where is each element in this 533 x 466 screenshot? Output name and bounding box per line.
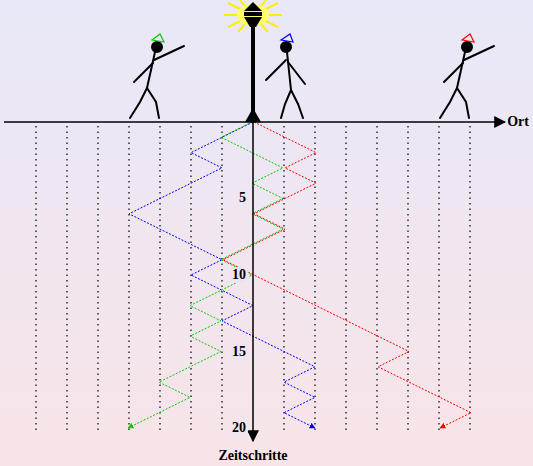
grid-line bbox=[438, 126, 439, 432]
grid-line bbox=[35, 126, 36, 432]
green-walk bbox=[128, 122, 283, 428]
grid-line bbox=[190, 126, 191, 432]
grid-line bbox=[469, 126, 470, 432]
lamp-post bbox=[224, 0, 282, 122]
tick-number: 15 bbox=[230, 344, 248, 360]
blue-person bbox=[266, 34, 305, 118]
green-person bbox=[130, 34, 184, 118]
grid-line bbox=[314, 126, 315, 432]
blue-walk bbox=[129, 122, 315, 428]
grid-line bbox=[376, 126, 377, 432]
tick-number: 20 bbox=[230, 420, 248, 436]
grid-line bbox=[128, 126, 129, 432]
grid-line bbox=[97, 126, 98, 432]
axis-label: Zeitschritte bbox=[216, 448, 289, 464]
grid-line bbox=[407, 126, 408, 432]
red-walk bbox=[223, 122, 471, 428]
grid-line bbox=[66, 126, 67, 432]
grid-line bbox=[159, 126, 160, 432]
tick-number: 5 bbox=[237, 190, 248, 206]
grid-line bbox=[221, 126, 222, 432]
grid-line bbox=[283, 126, 284, 432]
grid-line bbox=[345, 126, 346, 432]
red-person bbox=[440, 34, 494, 118]
tick-number: 10 bbox=[230, 267, 248, 283]
axis-label: Ort bbox=[505, 114, 531, 130]
time-axis bbox=[252, 122, 254, 441]
